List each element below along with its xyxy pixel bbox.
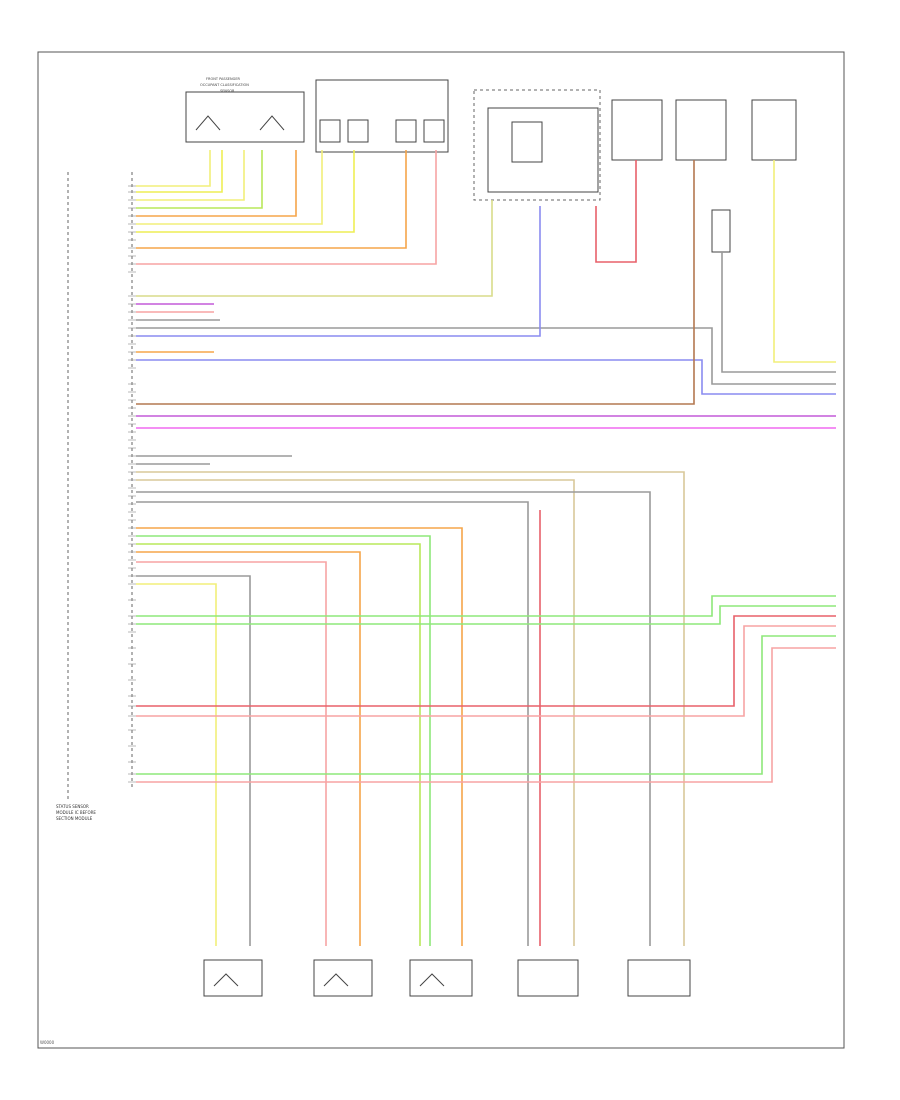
bottom-component-4: [517, 959, 579, 997]
diagram-frame: [37, 51, 845, 1049]
bottom-component-5: [627, 959, 691, 997]
top-component-6: [711, 99, 797, 253]
top-component-5: [675, 99, 727, 161]
bottom-component-3: [409, 959, 473, 997]
svg-text:STATUS SENSOR: STATUS SENSOR: [56, 804, 89, 809]
top-component-4: [611, 99, 663, 161]
left-module-label: STATUS SENSOR MODULE IC BEFORE SECTION M…: [56, 804, 96, 821]
left-module-pins: [128, 185, 136, 783]
svg-text:FRONT PASSENGER: FRONT PASSENGER: [206, 77, 241, 81]
wire-bundle-top: [136, 150, 437, 265]
svg-text:MODULE IC BEFORE: MODULE IC BEFORE: [56, 810, 96, 815]
top-component-3: [473, 89, 601, 201]
svg-text:SENSOR: SENSOR: [220, 89, 235, 93]
wire-bundle-lower: [136, 455, 685, 946]
svg-text:SECTION MODULE: SECTION MODULE: [56, 816, 93, 821]
bottom-component-1: [203, 959, 263, 997]
top-component-2: [315, 79, 449, 153]
svg-text:OCCUPANT CLASSIFICATION: OCCUPANT CLASSIFICATION: [200, 83, 249, 87]
bottom-component-2: [313, 959, 373, 997]
footer-code: W0000: [40, 1040, 55, 1045]
wire-bundle-right: [136, 595, 836, 783]
wire-bundle-middle: [136, 160, 836, 429]
top-component-1: FRONT PASSENGER OCCUPANT CLASSIFICATION …: [185, 77, 305, 143]
